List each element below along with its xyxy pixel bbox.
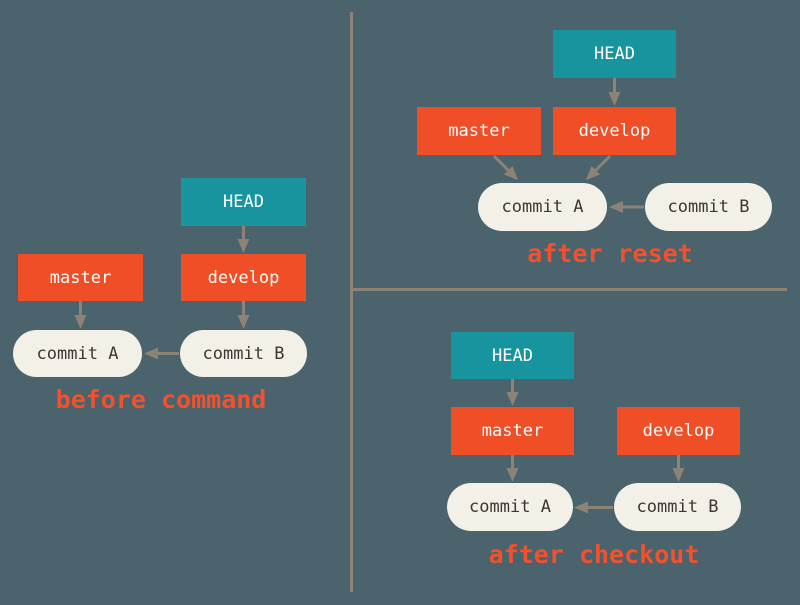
branch-box-master: master — [18, 254, 143, 301]
commit-node-b: commit B — [614, 483, 741, 531]
branch-box-develop: develop — [553, 107, 676, 155]
commit-node-a: commit A — [478, 183, 607, 231]
panel-caption: after checkout — [488, 540, 700, 569]
commit-node-a: commit A — [13, 330, 142, 377]
branch-box-develop: develop — [181, 254, 306, 301]
commit-node-b: commit B — [180, 330, 307, 377]
commit-node-b: commit B — [645, 183, 772, 231]
head-box: HEAD — [181, 178, 306, 226]
head-box: HEAD — [553, 30, 676, 78]
panel-caption: before command — [55, 385, 267, 414]
branch-box-master: master — [451, 407, 574, 455]
branch-box-master: master — [417, 107, 541, 155]
branch-box-develop: develop — [617, 407, 740, 455]
head-box: HEAD — [451, 332, 574, 379]
arrow-p2-develop-to-commit-a — [585, 154, 612, 181]
panel-caption: after reset — [527, 239, 693, 268]
arrow-p2-master-to-commit-a — [492, 154, 519, 181]
commit-node-a: commit A — [447, 483, 573, 531]
